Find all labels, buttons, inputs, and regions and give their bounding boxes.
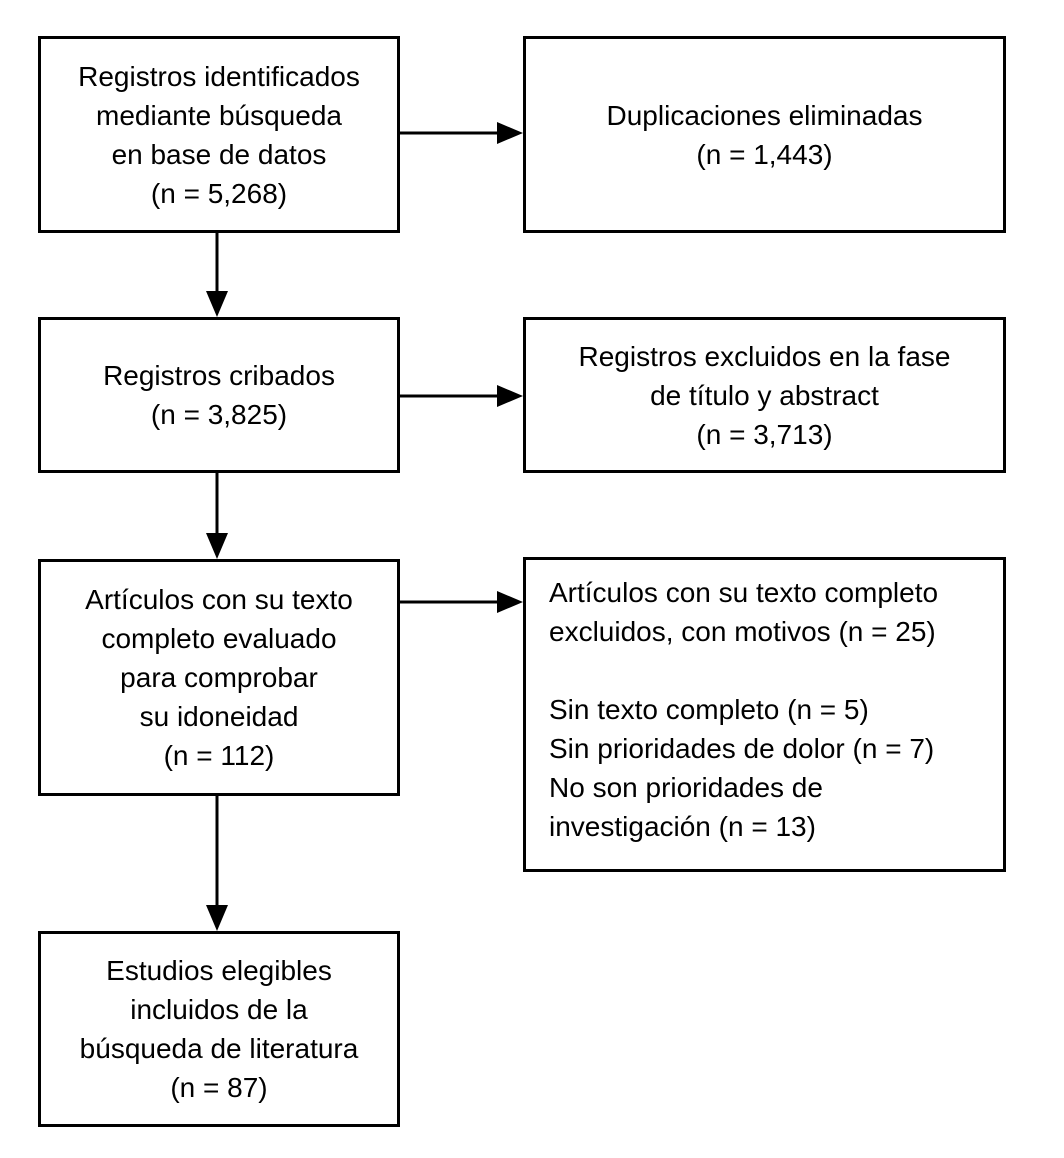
flow-box-excluded-title-abstract: Registros excluidos en la fase de título… bbox=[523, 317, 1006, 473]
flow-box-fulltext-excluded-label: Artículos con su texto completo excluido… bbox=[549, 577, 939, 842]
arrow-fulltext-assessed-to-included bbox=[206, 796, 228, 931]
arrow-identified-to-screened bbox=[206, 233, 228, 317]
arrow-screened-to-excluded-title bbox=[400, 385, 523, 407]
arrow-screened-to-fulltext-assessed bbox=[206, 473, 228, 559]
arrow-identified-to-duplicates bbox=[400, 122, 523, 144]
flow-box-records-identified-label: Registros identificados mediante búsqued… bbox=[78, 60, 360, 209]
arrow-fulltext-assessed-to-fulltext-excluded bbox=[400, 591, 523, 613]
flow-box-duplicates-removed-label: Duplicaciones eliminadas (n = 1,443) bbox=[606, 99, 923, 170]
flow-box-studies-included: Estudios elegibles incluidos de la búsqu… bbox=[38, 931, 400, 1127]
flow-box-fulltext-excluded: Artículos con su texto completo excluido… bbox=[523, 557, 1006, 872]
flow-box-fulltext-assessed-label: Artículos con su texto completo evaluado… bbox=[85, 584, 353, 771]
flow-box-duplicates-removed: Duplicaciones eliminadas (n = 1,443) bbox=[523, 36, 1006, 233]
flow-box-studies-included-label: Estudios elegibles incluidos de la búsqu… bbox=[79, 955, 359, 1103]
flow-box-records-screened: Registros cribados (n = 3,825) bbox=[38, 317, 400, 473]
flow-box-records-identified: Registros identificados mediante búsqued… bbox=[38, 36, 400, 233]
flow-box-excluded-title-abstract-label: Registros excluidos en la fase de título… bbox=[578, 340, 951, 450]
flow-box-fulltext-assessed: Artículos con su texto completo evaluado… bbox=[38, 559, 400, 796]
flow-box-records-screened-label: Registros cribados (n = 3,825) bbox=[103, 360, 335, 430]
